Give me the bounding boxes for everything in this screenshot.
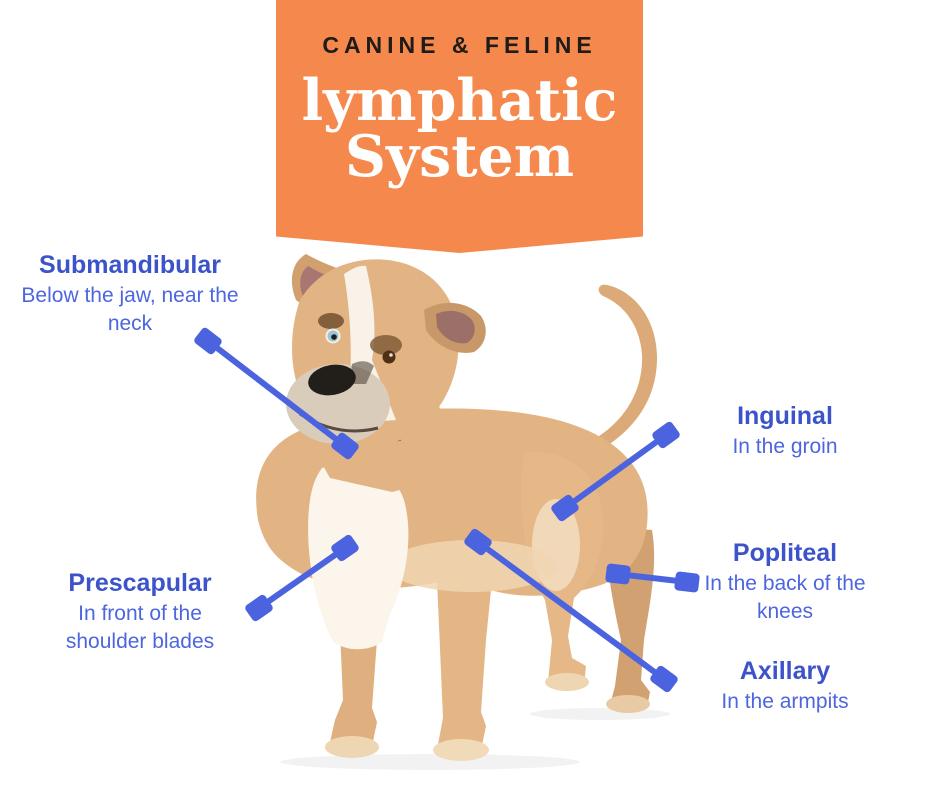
dog-brow-right <box>370 335 402 355</box>
title-banner: CANINE & FELINE lymphatic System <box>276 0 643 253</box>
connector-marker-popliteal <box>674 571 700 593</box>
dog-paw <box>606 695 650 713</box>
label-popliteal-desc: In the back of the knees <box>683 570 888 626</box>
connector-marker-inguinal <box>551 494 579 522</box>
banner-title: lymphatic System <box>301 67 618 190</box>
label-prescapular-desc: In front of the shoulder blades <box>45 600 235 656</box>
desc-text: the neck <box>107 284 239 335</box>
label-inguinal-desc: In the groin <box>665 433 905 461</box>
connector-marker-axillary <box>464 528 492 556</box>
desc-text: In the groin <box>732 435 838 458</box>
dog-belly <box>387 540 557 592</box>
desc-text: knees <box>756 600 814 623</box>
dog-paw <box>433 739 489 761</box>
connector-marker-submandibular <box>331 432 359 460</box>
dog-front-leg-right <box>436 556 494 755</box>
connector-line-axillary <box>476 539 666 682</box>
label-axillary-desc: In the armpits <box>665 688 905 716</box>
dog-paw <box>545 673 589 691</box>
banner-title-line2: System <box>344 123 575 190</box>
connector-line-inguinal <box>563 432 668 511</box>
dog-nose <box>308 364 356 396</box>
dog-tail <box>548 284 658 468</box>
connector-marker-inguinal <box>652 421 680 449</box>
dog-eye-right-highlight <box>389 353 393 357</box>
desc-text: Below the jaw, near <box>21 284 204 307</box>
connector-line-prescapular <box>257 545 347 611</box>
label-popliteal: Popliteal In the back of the knees <box>665 538 905 626</box>
dog-nose-bridge <box>350 361 374 384</box>
label-axillary: Axillary In the armpits <box>665 656 905 716</box>
dog-eye-left-pupil <box>331 334 337 340</box>
connector-marker-prescapular <box>331 534 359 562</box>
label-submandibular-name: Submandibular <box>39 251 221 279</box>
banner-title-line1: lymphatic <box>301 67 618 134</box>
connector-marker-popliteal <box>605 563 631 585</box>
label-popliteal-name: Popliteal <box>732 539 838 567</box>
label-prescapular: Prescapular In front of the shoulder bla… <box>20 568 260 656</box>
connector-line-submandibular <box>206 338 347 449</box>
connector-marker-axillary <box>650 665 678 693</box>
label-axillary-name: Axillary <box>739 657 831 685</box>
dog-paw <box>325 736 379 758</box>
desc-text: In front of the <box>78 602 202 625</box>
dog-chest-white <box>308 464 409 650</box>
label-prescapular-name: Prescapular <box>68 569 212 597</box>
connector-marker-prescapular <box>245 594 273 622</box>
label-submandibular: Submandibular Below the jaw, near the ne… <box>10 250 250 338</box>
desc-text: shoulder blades <box>65 630 215 653</box>
connector-marker-submandibular <box>194 327 222 355</box>
label-inguinal: Inguinal In the groin <box>665 401 905 461</box>
label-submandibular-desc: Below the jaw, near the neck <box>18 282 243 338</box>
label-inguinal-name: Inguinal <box>737 402 833 430</box>
banner-kicker: CANINE & FELINE <box>322 32 597 58</box>
desc-text: In the back of the <box>704 572 866 595</box>
dog-shadow <box>280 754 580 770</box>
desc-text: In the armpits <box>721 690 849 713</box>
dog-brow-left <box>318 313 344 329</box>
dog-ear-right-inner <box>436 310 475 344</box>
